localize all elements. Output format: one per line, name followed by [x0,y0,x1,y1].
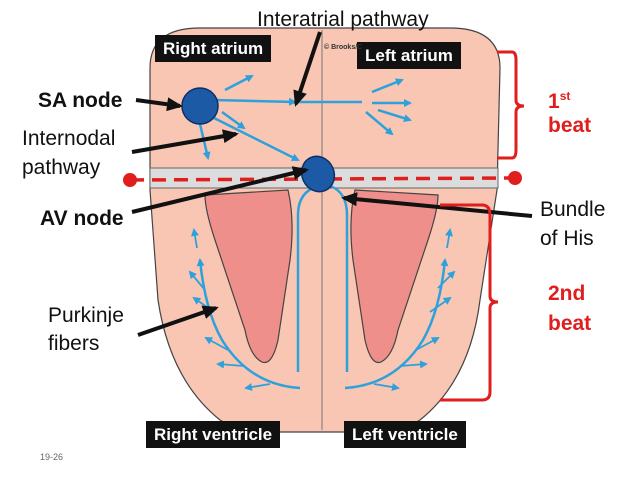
sa-node-circle [181,87,219,125]
second-beat-label-line1: 2nd [548,282,586,305]
purkinje-arrows [188,228,456,391]
bundle-pointer [341,192,533,218]
left-atrium-box: Left atrium [357,42,461,69]
av-node-label: AV node [40,207,124,230]
first-beat-label-line1: 1st [548,82,570,116]
av-node-pointer [131,166,309,214]
first-beat-ordinal: st [559,89,571,103]
interatrial-pathway-label: Interatrial pathway [257,8,429,31]
dashed-line-end-left [123,173,137,187]
first-beat-label-line2: beat [548,114,592,137]
purkinje-pointer [137,305,219,337]
internodal-label-line2: pathway [22,156,101,179]
av-node-circle [300,155,336,193]
copyright-text: © Brooks/C [324,44,363,51]
left-ventricle-box: Left ventricle [344,421,466,448]
right-ventricle-box: Right ventricle [146,421,281,448]
sa-node-label: SA node [38,89,123,112]
purkinje-label-line2: fibers [48,332,100,355]
slide-number: 19-26 [40,452,64,462]
interatrial-pointer [293,31,322,107]
right-ventricle-chamber [204,189,293,364]
dashed-divider-line [129,176,516,182]
first-beat-bracket [497,50,525,160]
internodal-label-line1: Internodal [22,127,116,150]
bundle-label-line2: of His [540,227,594,250]
internodal-pointer [131,129,239,154]
second-beat-bracket [440,203,499,402]
dashed-line-end-right [508,171,522,185]
first-beat-number: 1 [548,90,560,113]
bundle-label-line1: Bundle [540,198,606,221]
second-beat-label-line2: beat [548,312,592,335]
purkinje-label-line1: Purkinje [48,304,124,327]
left-ventricle-chamber [350,189,439,364]
atrial-pathways [198,74,412,162]
right-atrium-box: Right atrium [155,35,272,62]
sa-node-pointer [135,97,183,112]
pointer-arrows [131,31,533,337]
